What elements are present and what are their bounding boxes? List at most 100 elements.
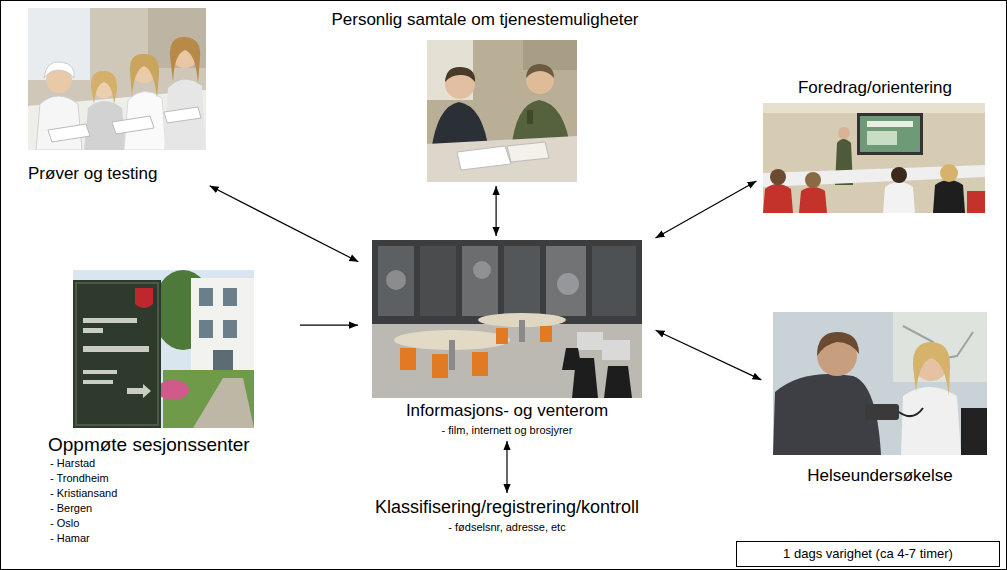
photo-detail [170, 37, 200, 84]
photo-station: Foredrag/orientering [760, 77, 990, 213]
photo-detail [901, 387, 961, 455]
list-item: - Oslo [48, 516, 296, 531]
photo-slot [760, 103, 761, 213]
photo-detail [164, 79, 206, 150]
photo-detail [577, 332, 603, 350]
photo-detail [805, 172, 821, 188]
photo-detail [449, 340, 455, 370]
duration-box: 1 dags varighet (ca 4-7 timer) [736, 541, 1000, 567]
photo-detail [799, 187, 827, 213]
photo-detail [112, 116, 154, 134]
photo-detail [83, 370, 117, 374]
photo-station: Prøver og testing [28, 8, 206, 184]
connector-arrow [656, 330, 762, 380]
photo-detail [73, 270, 254, 428]
photo-slot [48, 270, 49, 428]
photo-detail [527, 110, 533, 124]
photo-detail [83, 318, 137, 323]
subtitle: - film, internett og brosjyrer [362, 423, 652, 437]
talk-photo [427, 40, 577, 182]
photo-detail [44, 62, 74, 78]
photo-detail [519, 320, 525, 342]
photo-detail [899, 408, 923, 416]
list-item: - Kristiansand [48, 486, 296, 501]
photo-detail [913, 342, 950, 396]
photo-detail [860, 116, 920, 152]
photo-detail [604, 366, 632, 398]
note-text: 1 dags varighet (ca 4-7 timer) [743, 546, 993, 562]
photo-detail [540, 326, 552, 342]
heading: Foredrag/orientering [760, 77, 990, 98]
photo-detail [933, 180, 965, 213]
photo-detail [557, 273, 579, 295]
photo-detail [372, 240, 642, 398]
caption: Prøver og testing [28, 163, 206, 184]
photo-detail [223, 288, 237, 306]
photo-detail [496, 328, 508, 344]
testing-photo [28, 8, 206, 150]
caption: Informasjons- og venterom [362, 400, 652, 421]
list-item: - Hamar [48, 531, 296, 546]
photo-detail [504, 246, 540, 316]
photo-detail [602, 340, 630, 360]
photo-detail [48, 124, 90, 142]
waiting-room-photo [372, 240, 642, 398]
connector-arrow [506, 441, 507, 493]
photo-detail [940, 164, 958, 182]
photo-detail [961, 408, 987, 455]
photo-detail [427, 40, 577, 182]
photo-detail [420, 246, 456, 316]
photo-detail [473, 261, 491, 279]
caption: Helseundersøkelse [765, 465, 995, 486]
photo-detail [83, 346, 149, 352]
photo-detail [427, 136, 577, 182]
photo-slot [28, 8, 29, 150]
photo-detail [386, 270, 406, 290]
photo-detail [526, 64, 554, 78]
photo-detail [763, 103, 985, 113]
info-room: Informasjons- og venterom - film, interne… [362, 240, 652, 437]
photo-detail [817, 332, 859, 356]
connector-arrow [300, 325, 358, 326]
subtitle: - fødselsnr, adresse, etc [342, 520, 672, 534]
photo-detail [838, 127, 850, 139]
photo-detail [83, 328, 103, 333]
photo-detail [770, 169, 786, 185]
photo-detail [883, 182, 915, 213]
photo-detail [372, 240, 642, 324]
photo-station: Helseundersøkelse [765, 312, 995, 486]
photo-slot [765, 312, 766, 455]
list-item: - Trondheim [48, 471, 296, 486]
photo-detail [372, 324, 642, 398]
photo-detail [891, 167, 907, 183]
building-photo [73, 270, 254, 428]
photo-detail [76, 283, 158, 425]
photo-slot [362, 240, 363, 398]
lecture-photo [763, 103, 985, 213]
photo-detail [773, 374, 881, 455]
photo-detail [546, 246, 586, 316]
photo-detail [400, 348, 416, 370]
photo-detail [457, 146, 511, 170]
photo-detail [36, 96, 82, 150]
list-item: - Bergen [48, 501, 296, 516]
photo-detail [130, 54, 159, 98]
photo-detail [164, 107, 201, 123]
photo-detail [127, 384, 151, 398]
photo-detail [865, 404, 899, 420]
connector-arrow [656, 181, 757, 238]
connector-arrow [210, 186, 359, 262]
photo-detail [507, 142, 549, 162]
photo-detail [773, 312, 987, 455]
photo-detail [73, 280, 161, 428]
photo-detail [157, 380, 189, 400]
photo-detail [28, 8, 206, 150]
photo-station: Oppmøte sesjonssenter- Harstad- Trondhei… [44, 270, 296, 546]
photo-detail [462, 246, 498, 316]
photo-detail [445, 67, 475, 82]
photo-detail [193, 378, 254, 428]
photo-detail [763, 103, 985, 213]
photo-detail [523, 40, 577, 70]
photo-detail [967, 191, 985, 213]
